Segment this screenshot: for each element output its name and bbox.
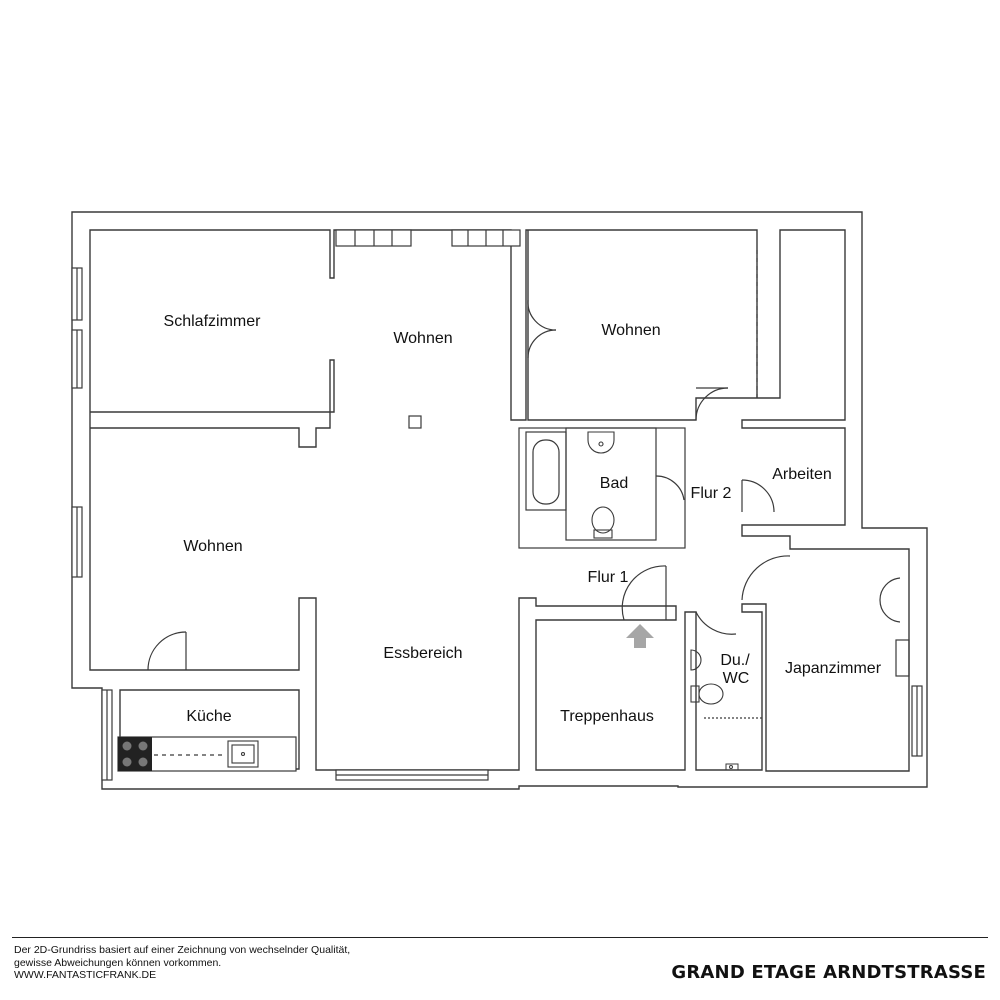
room-label-wohnen-left: Wohnen [183,538,242,555]
entrance-arrow-icon [626,624,654,648]
washbasin-icon [690,649,702,671]
washbasin-icon [587,431,615,454]
room-label-essbereich: Essbereich [383,645,462,662]
shower-fixture-icon [725,763,739,771]
room-label-japanzimmer: Japanzimmer [785,660,882,677]
room-label-flur-2: Flur 2 [691,485,732,502]
room-label-treppenhaus: Treppenhaus [560,708,654,725]
plan-title: GRAND ETAGE ARNDTSTRASSE [671,962,986,983]
toilet-icon [690,683,724,705]
room-label-schlafzimmer: Schlafzimmer [164,313,262,330]
room-label-wc: WC [723,670,750,687]
room-label-bad: Bad [600,475,628,492]
room-label-du-wc: Du./ [720,652,750,669]
room-label-flur-1: Flur 1 [588,569,629,586]
disclaimer-line-1: Der 2D-Grundriss basiert auf einer Zeich… [14,944,351,956]
room-label-wohnen-center: Wohnen [393,330,452,347]
room-label-arbeiten: Arbeiten [772,466,832,483]
footer-divider [12,937,988,938]
disclaimer-line-2: gewisse Abweichungen können vorkommen. [14,956,222,969]
footer-disclaimer: Der 2D-Grundriss basiert auf einer Zeich… [14,944,434,982]
walls [71,211,928,790]
stove-icon [118,737,152,771]
room-label-wohnen-right: Wohnen [601,322,660,339]
kitchen-sink-icon [227,740,259,768]
room-label-kueche: Küche [186,708,231,725]
website-link[interactable]: WWW.FANTASTICFRANK.DE [14,969,157,981]
toilet-icon [591,506,615,539]
